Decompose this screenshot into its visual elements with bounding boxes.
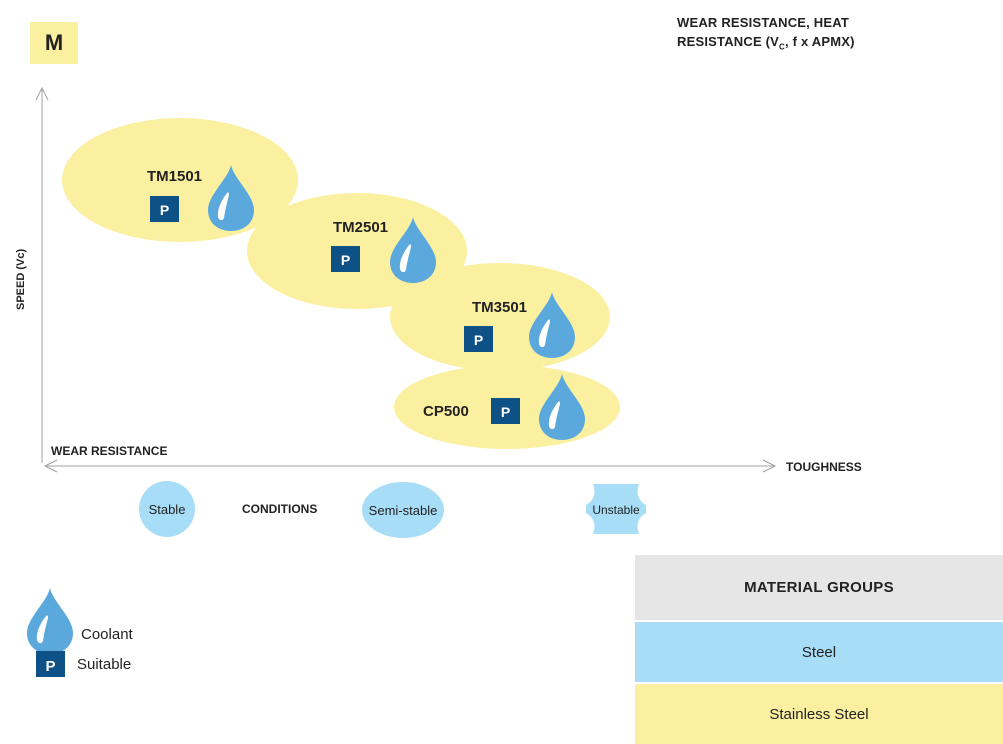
suitable-badge-tm3501: P: [464, 326, 493, 352]
material-code-badge: M: [30, 22, 78, 64]
legend-coolant-icon: [27, 588, 73, 654]
condition-unstable: Unstable: [586, 484, 646, 534]
material-groups-table: MATERIAL GROUPS Steel Stainless Steel: [635, 555, 1003, 744]
svg-text:Semi-stable: Semi-stable: [369, 503, 438, 518]
x-axis-left-label: WEAR RESISTANCE: [51, 444, 167, 458]
y-axis-label: SPEED (Vc): [15, 249, 27, 310]
svg-text:P: P: [160, 202, 169, 218]
svg-text:Stable: Stable: [149, 502, 186, 517]
condition-semi-stable: Semi-stable: [362, 482, 444, 538]
chart-title-line1: WEAR RESISTANCE, HEAT: [677, 15, 850, 30]
x-axis: [43, 459, 777, 473]
conditions-title: CONDITIONS: [242, 502, 317, 516]
grade-label-tm3501: TM3501: [472, 299, 527, 316]
suitable-badge-tm2501: P: [331, 246, 360, 272]
chart-title: WEAR RESISTANCE, HEAT RESISTANCE (VC, f …: [677, 13, 937, 57]
grade-label-tm2501: TM2501: [333, 219, 388, 236]
svg-text:P: P: [45, 658, 55, 675]
suitable-badge-tm1501: P: [150, 196, 179, 222]
material-code: M: [44, 30, 64, 55]
svg-text:P: P: [341, 252, 350, 268]
legend-suitable-badge: P: [36, 651, 65, 677]
material-groups-header: MATERIAL GROUPS: [635, 555, 1003, 622]
svg-text:Unstable: Unstable: [592, 503, 640, 517]
y-axis: [35, 86, 49, 463]
material-group-steel: Steel: [635, 622, 1003, 684]
grade-ellipses: [62, 118, 620, 449]
x-axis-right-label: TOUGHNESS: [786, 460, 862, 474]
legend-coolant-label: Coolant: [81, 626, 133, 643]
svg-text:P: P: [501, 404, 510, 420]
legend-suitable-label: Suitable: [77, 656, 132, 673]
grade-label-tm1501: TM1501: [147, 168, 202, 185]
grade-label-cp500: CP500: [423, 403, 469, 420]
suitable-badge-cp500: P: [491, 398, 520, 424]
condition-stable: Stable: [139, 481, 195, 537]
chart-title-line2: RESISTANCE (VC, f x APMX): [677, 34, 855, 52]
material-group-stainless-steel: Stainless Steel: [635, 684, 1003, 744]
svg-text:P: P: [474, 332, 483, 348]
